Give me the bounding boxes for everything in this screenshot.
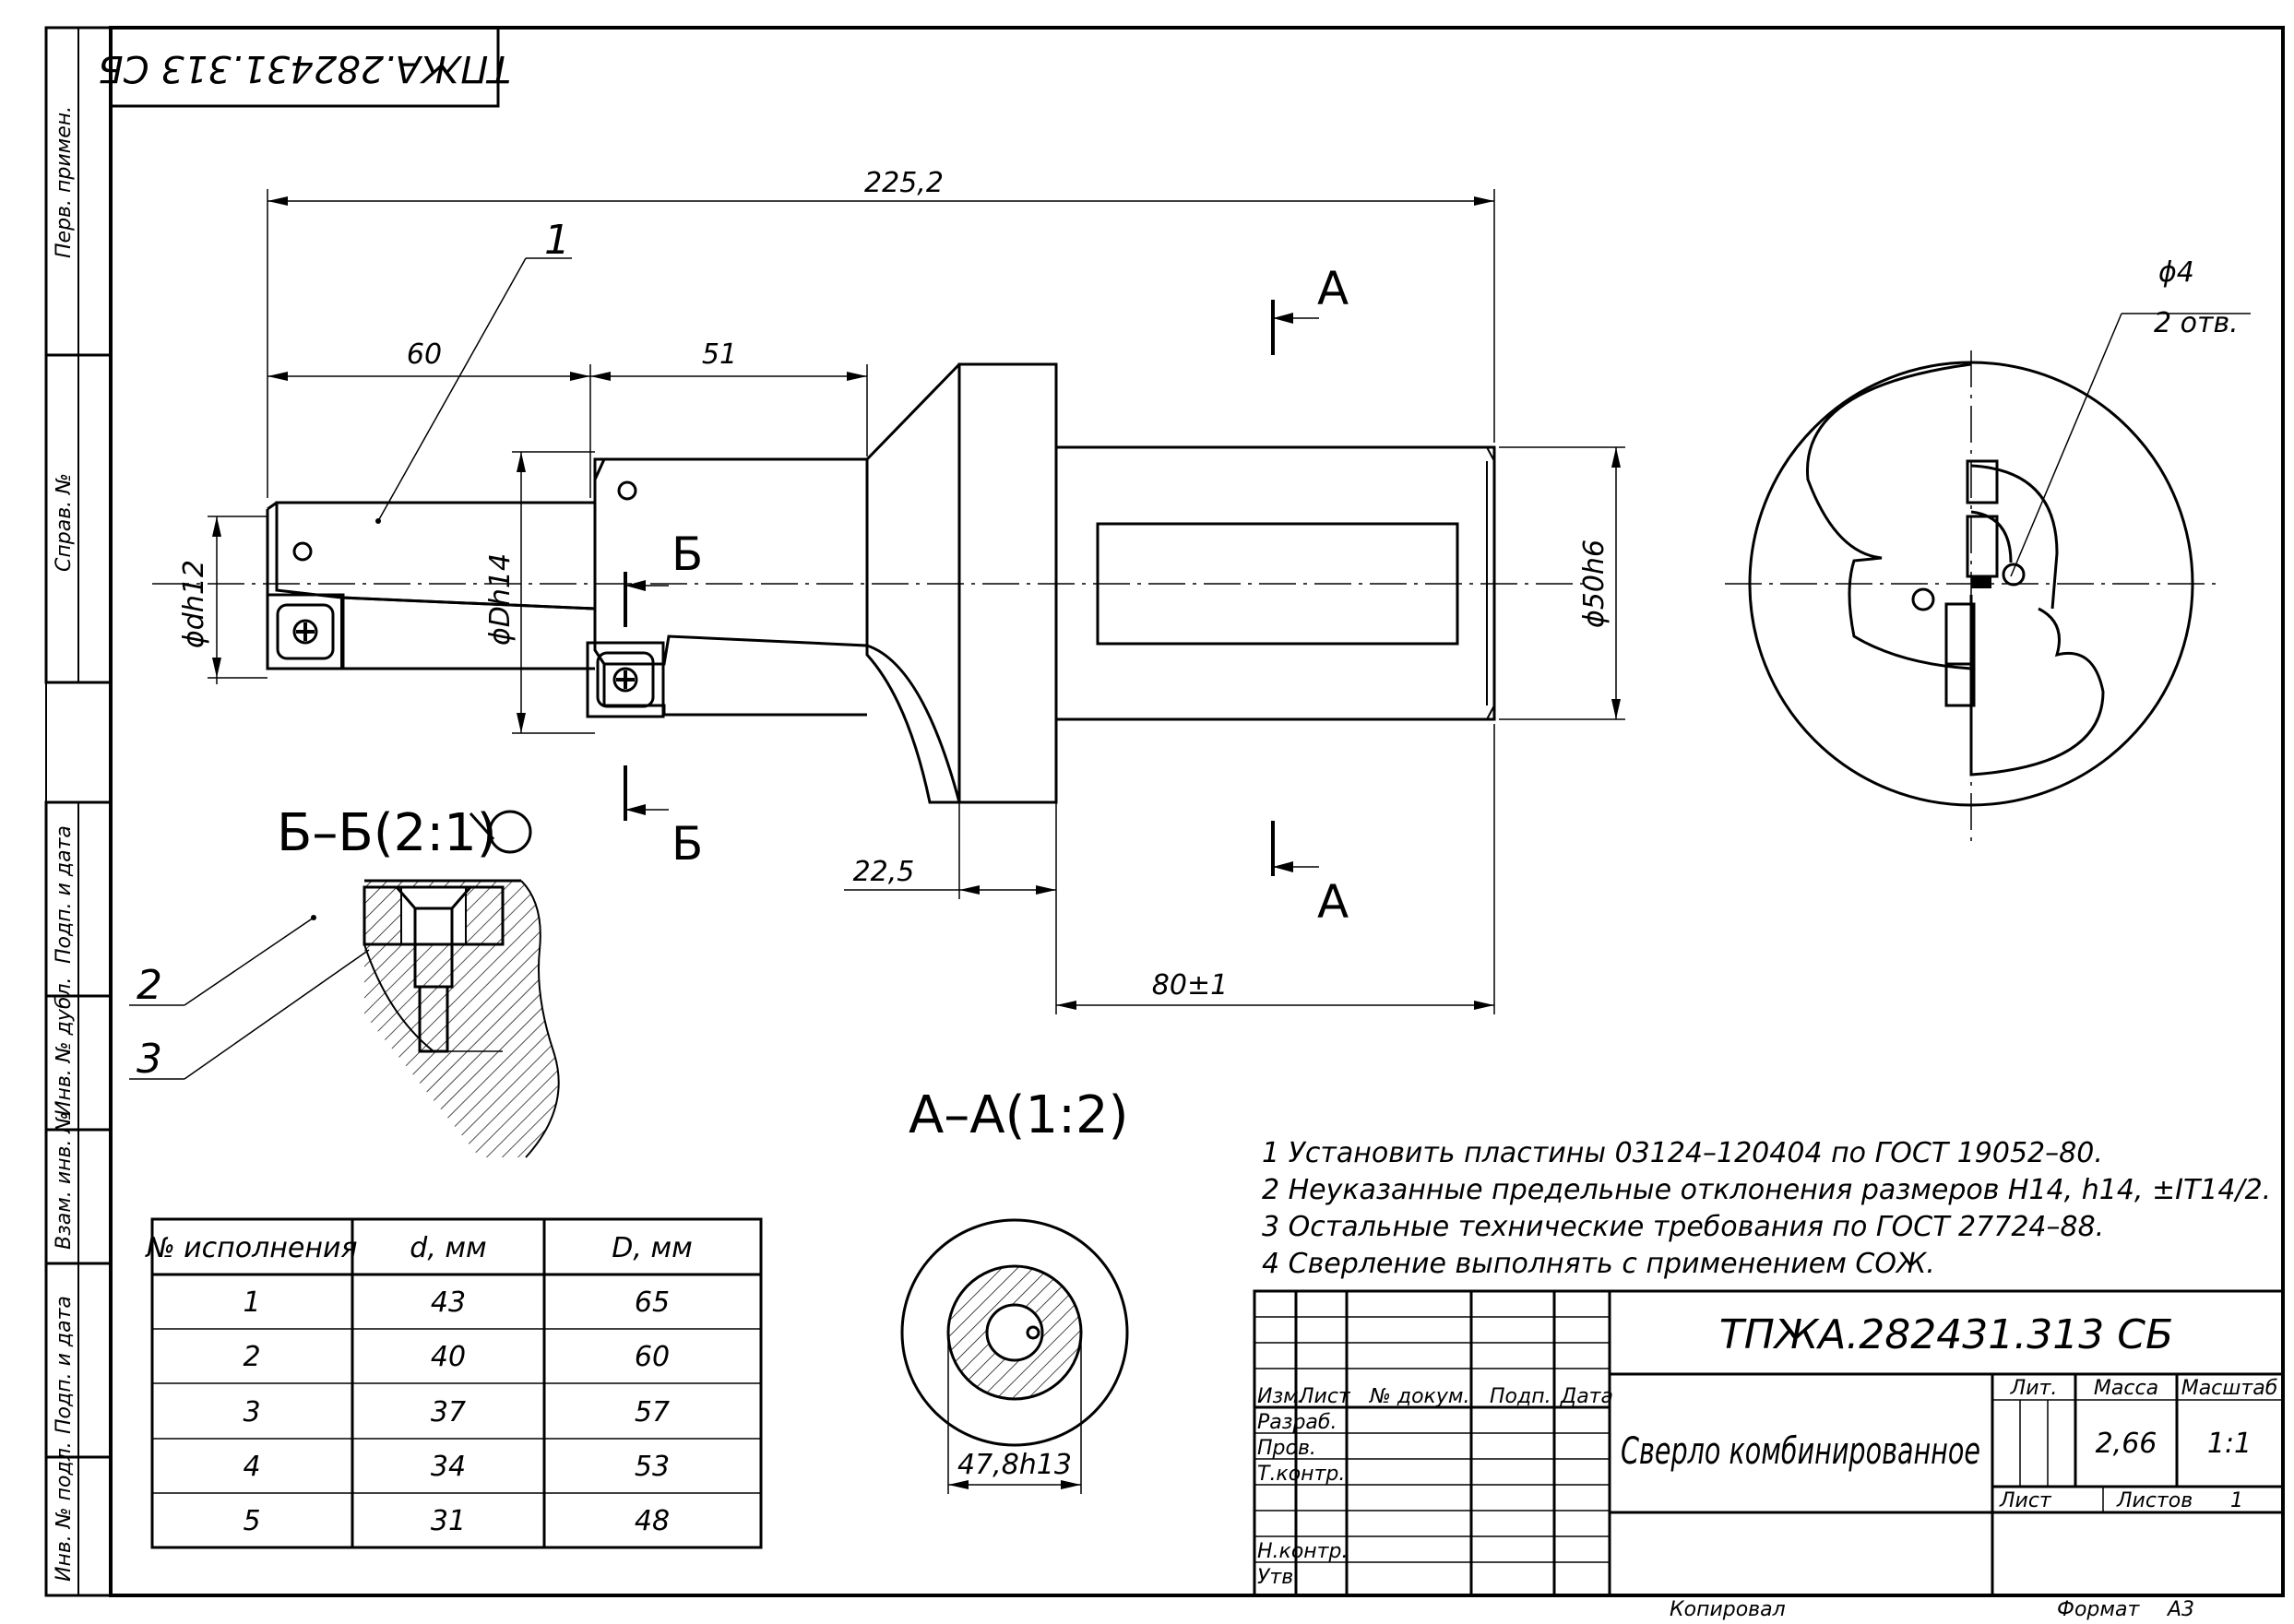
section-aa: А–А(1:2) 47,8h13 bbox=[900, 1085, 1129, 1494]
side-label: Подп. и дата bbox=[53, 1296, 76, 1434]
callout-2-label: 2 bbox=[137, 962, 162, 1009]
tb-col-izm: Изм. bbox=[1257, 1385, 1305, 1408]
table-cell: 31 bbox=[431, 1505, 466, 1537]
table-header: d, мм bbox=[410, 1232, 486, 1264]
hole-diameter: ϕ4 bbox=[2158, 256, 2194, 289]
main-dimensions: 225,2 60 51 ϕdh12 ϕDh14 ϕ50h6 22,5 bbox=[178, 167, 1625, 1014]
section-mark-A-top: А bbox=[1317, 262, 1349, 315]
section-aa-title: А–А(1:2) bbox=[909, 1085, 1128, 1145]
table-header: № исполнения bbox=[144, 1232, 357, 1264]
dim-80: 80±1 bbox=[1152, 969, 1228, 1002]
tb-col-date: Дата bbox=[1560, 1385, 1613, 1408]
dim-51: 51 bbox=[702, 338, 737, 371]
tb-sheets-value: 1 bbox=[2230, 1489, 2243, 1512]
stamp-text: ТПЖА.282431.313 СБ bbox=[98, 47, 511, 89]
sheet-frame bbox=[44, 26, 2285, 1597]
note-4: 4 Сверление выполнять с применением СОЖ. bbox=[1262, 1248, 1935, 1280]
side-label: Перв. примен. bbox=[53, 106, 76, 258]
side-label: Подп. и дата bbox=[53, 825, 76, 964]
end-view: ϕ4 2 отв. bbox=[1725, 256, 2251, 844]
table-row: 3 37 57 bbox=[243, 1396, 670, 1428]
table-row: 5 31 48 bbox=[243, 1505, 670, 1537]
tb-product-name: Сверло комбинированное bbox=[1621, 1430, 1980, 1473]
tb-scale: Масштаб bbox=[2181, 1377, 2278, 1400]
table-header: D, мм bbox=[612, 1232, 692, 1264]
table-cell: 65 bbox=[635, 1286, 670, 1319]
table-cell: 2 bbox=[243, 1341, 260, 1373]
table-cell: 3 bbox=[243, 1396, 260, 1428]
tb-lit: Лит. bbox=[2010, 1377, 2058, 1400]
table-cell: 34 bbox=[431, 1451, 466, 1483]
callout-3-label: 3 bbox=[137, 1036, 162, 1083]
table-cell: 57 bbox=[635, 1396, 670, 1428]
dim-47-8: 47,8h13 bbox=[957, 1449, 1072, 1481]
dim-50h6: ϕ50h6 bbox=[1578, 539, 1611, 628]
table-cell: 40 bbox=[431, 1341, 466, 1373]
tb-col-doc: № докум. bbox=[1369, 1385, 1469, 1408]
dim-60: 60 bbox=[407, 338, 442, 371]
footer-format-value: А3 bbox=[2166, 1598, 2194, 1621]
title-block: Изм. Лист № докум. Подп. Дата Разраб. Пр… bbox=[1253, 1289, 2285, 1597]
table-row: 4 34 53 bbox=[243, 1451, 670, 1483]
section-bb-title: Б–Б(2:1) bbox=[277, 803, 497, 863]
tb-row-label: Н.контр. bbox=[1257, 1540, 1348, 1563]
callout-1-label: 1 bbox=[544, 217, 570, 264]
dim-225: 225,2 bbox=[864, 167, 944, 199]
note-2: 2 Неуказанные предельные отклонения разм… bbox=[1262, 1174, 2271, 1206]
table-cell: 53 bbox=[635, 1451, 670, 1483]
tb-row-label: Т.контр. bbox=[1257, 1463, 1345, 1486]
top-designation-stamp: ТПЖА.282431.313 СБ bbox=[98, 26, 511, 108]
side-label: Взам. инв. № bbox=[53, 1112, 76, 1250]
tb-row-label: Пров. bbox=[1257, 1437, 1316, 1460]
note-3: 3 Остальные технические требования по ГО… bbox=[1262, 1211, 2104, 1243]
tb-mass-value: 2,66 bbox=[2096, 1428, 2157, 1460]
section-mark-B-bottom: Б bbox=[672, 817, 703, 871]
section-marks: А А Б Б bbox=[624, 262, 1349, 929]
table-cell: 4 bbox=[243, 1451, 260, 1483]
table-row: 2 40 60 bbox=[243, 1341, 670, 1373]
dim-Dh14: ϕDh14 bbox=[484, 553, 517, 646]
tb-designation: ТПЖА.282431.313 СБ bbox=[1719, 1311, 2173, 1358]
tb-row-label: Утв. bbox=[1257, 1566, 1300, 1589]
drill-main-view bbox=[152, 362, 1587, 804]
tb-mass: Масса bbox=[2094, 1377, 2158, 1400]
table-row: 1 43 65 bbox=[243, 1286, 670, 1319]
section-mark-B-top: Б bbox=[672, 528, 703, 581]
footer-copied: Копировал bbox=[1670, 1598, 1786, 1621]
table-cell: 48 bbox=[635, 1505, 670, 1537]
table-cell: 60 bbox=[635, 1341, 670, 1373]
dim-dh12: ϕdh12 bbox=[178, 560, 210, 648]
tb-col-sign: Подп. bbox=[1490, 1385, 1551, 1408]
side-label: Инв. № дубл. bbox=[53, 977, 76, 1116]
table-cell: 5 bbox=[243, 1505, 260, 1537]
table-cell: 1 bbox=[243, 1286, 260, 1319]
tb-scale-value: 1:1 bbox=[2207, 1428, 2252, 1460]
tb-row-label: Разраб. bbox=[1257, 1411, 1337, 1434]
footer-format: Формат bbox=[2057, 1598, 2140, 1621]
side-label: Справ. № bbox=[53, 473, 76, 572]
section-bb: Б–Б(2:1) 2 3 bbox=[129, 803, 560, 1158]
variants-table: № исполнения d, мм D, мм 1 43 65 2 40 60… bbox=[144, 1217, 763, 1549]
dim-22-5: 22,5 bbox=[853, 856, 915, 888]
side-label: Инв. № подл. bbox=[53, 1441, 76, 1582]
section-mark-A-bottom: А bbox=[1317, 875, 1349, 929]
table-cell: 43 bbox=[431, 1286, 466, 1319]
tb-sheets: Листов bbox=[2116, 1489, 2193, 1512]
table-cell: 37 bbox=[431, 1396, 466, 1428]
technical-notes: 1 Установить пластины 03124–120404 по ГО… bbox=[1262, 1137, 2271, 1280]
footer: Копировал Формат А3 bbox=[1670, 1598, 2194, 1621]
tb-sheet: Лист bbox=[1999, 1489, 2052, 1512]
tb-col-list: Лист bbox=[1298, 1385, 1351, 1408]
callout-1: 1 bbox=[375, 217, 572, 524]
hole-count: 2 отв. bbox=[2154, 307, 2239, 339]
note-1: 1 Установить пластины 03124–120404 по ГО… bbox=[1262, 1137, 2103, 1169]
side-labels: Перв. примен. Справ. № Подп. и дата Инв.… bbox=[53, 106, 76, 1582]
